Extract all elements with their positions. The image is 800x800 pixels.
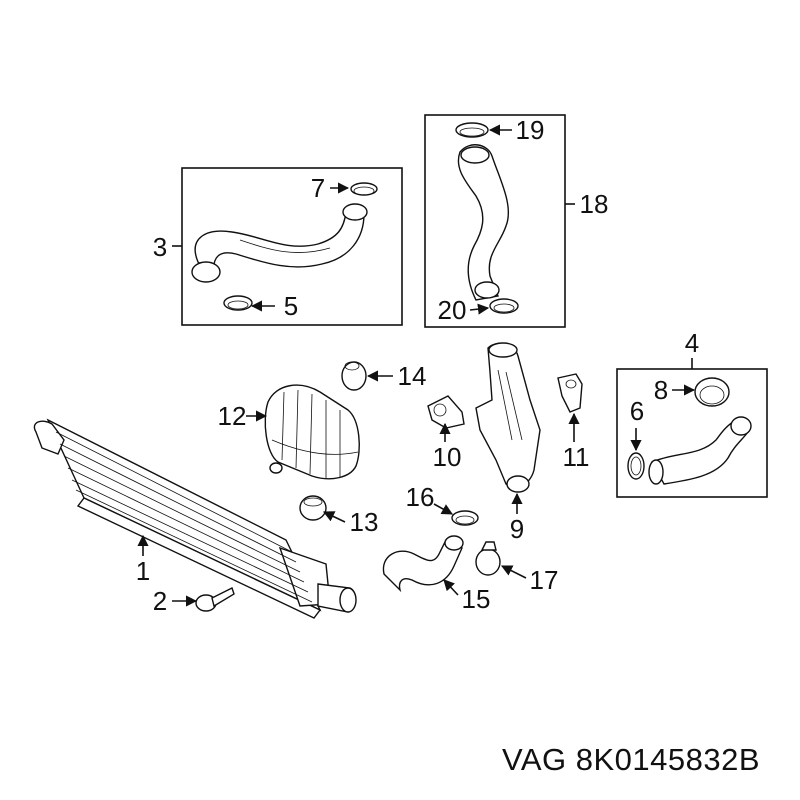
callout-12: 12 xyxy=(218,401,247,431)
callout-15: 15 xyxy=(462,584,491,614)
callout-9: 9 xyxy=(510,514,524,544)
clamp-part-19 xyxy=(455,122,489,138)
callout-20: 20 xyxy=(438,295,467,325)
callout-4: 4 xyxy=(685,328,699,358)
grommet-part-14 xyxy=(341,361,367,391)
callout-2: 2 xyxy=(153,586,167,616)
clamp-part-5 xyxy=(223,295,253,311)
leader-lines xyxy=(137,124,696,607)
callout-18: 18 xyxy=(580,189,609,219)
callout-5: 5 xyxy=(284,291,298,321)
callout-8: 8 xyxy=(654,375,668,405)
hose-part-3 xyxy=(191,203,368,283)
callout-3: 3 xyxy=(153,232,167,262)
part-reference-label: VAG 8K0145832B xyxy=(501,742,760,777)
callout-1: 1 xyxy=(136,556,150,586)
clamp-part-8 xyxy=(694,377,730,407)
resonator-part-12 xyxy=(264,384,360,480)
clamp-part-7 xyxy=(350,182,378,196)
callout-10: 10 xyxy=(433,442,462,472)
pipe-part-9 xyxy=(475,342,541,493)
hose-part-18 xyxy=(457,144,510,301)
callout-17: 17 xyxy=(530,565,559,595)
callout-16: 16 xyxy=(406,482,435,512)
hose-part-15 xyxy=(382,535,464,593)
bolt-part-2 xyxy=(195,587,235,612)
intercooler-part-1 xyxy=(33,418,357,619)
clip-part-17 xyxy=(475,541,501,576)
bracket-part-10 xyxy=(427,395,465,429)
clamp-part-6 xyxy=(627,452,645,480)
callout-11: 11 xyxy=(563,442,590,472)
group-box-hose-18 xyxy=(424,114,566,328)
sensor-part-11 xyxy=(557,373,583,413)
clamp-part-16 xyxy=(451,510,479,526)
callout-13: 13 xyxy=(350,507,379,537)
grommet-part-13 xyxy=(299,495,327,521)
callout-6: 6 xyxy=(630,396,644,426)
hose-part-4 xyxy=(648,416,752,485)
callout-19: 19 xyxy=(516,115,545,145)
callout-7: 7 xyxy=(311,173,325,203)
callout-14: 14 xyxy=(398,361,427,391)
clamp-part-20 xyxy=(489,298,519,314)
